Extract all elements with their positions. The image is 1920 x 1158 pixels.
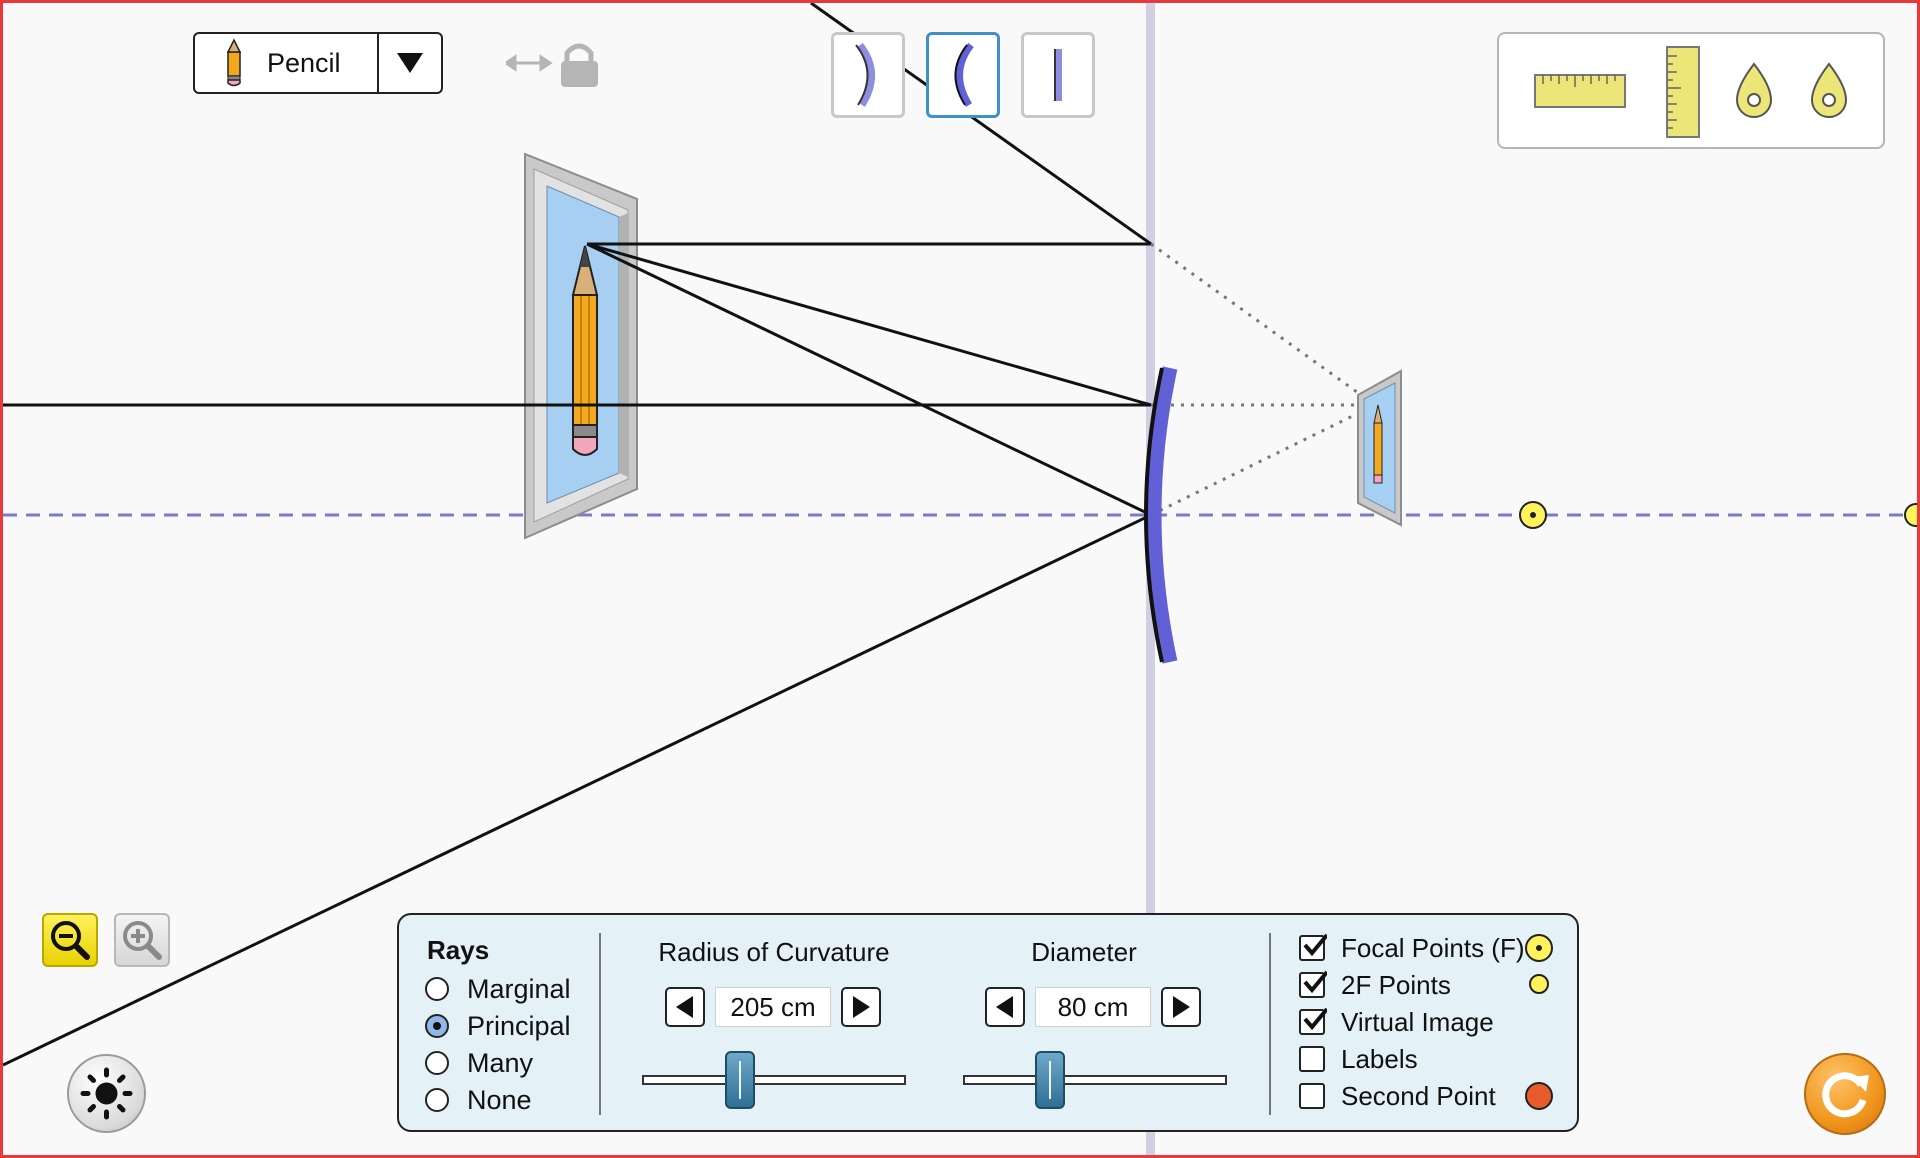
object-pencil-icon[interactable] <box>571 245 599 456</box>
option-labels[interactable]: Labels <box>1299 1042 1418 1076</box>
checkbox[interactable] <box>1299 1046 1325 1072</box>
triangle-down-icon <box>397 53 423 73</box>
light-toggle-button[interactable] <box>67 1054 146 1133</box>
virtual-rays <box>1150 242 1376 517</box>
rays-title: Rays <box>427 935 490 965</box>
zoom-out-button[interactable] <box>42 913 98 967</box>
triangle-right-icon <box>853 996 870 1018</box>
checkbox[interactable] <box>1299 970 1327 998</box>
toolbox <box>1497 32 1885 149</box>
zoom-in-button[interactable] <box>114 913 170 967</box>
reset-button[interactable] <box>1804 1053 1886 1135</box>
check-label: Focal Points (F) <box>1341 932 1525 963</box>
radio-label: Many <box>467 1047 534 1078</box>
zoom-in-icon <box>123 921 162 960</box>
radius-decrement-button[interactable] <box>665 987 705 1027</box>
radius-slider-track[interactable] <box>642 1075 906 1085</box>
divider <box>599 933 601 1115</box>
plane-mirror-button[interactable] <box>1021 32 1095 118</box>
vertical-ruler-icon[interactable] <box>1666 46 1700 138</box>
radius-increment-button[interactable] <box>841 987 881 1027</box>
concave-mirror-button[interactable] <box>926 32 1000 118</box>
option-2f-points[interactable]: 2F Points <box>1299 968 1451 1002</box>
focal-point-icon <box>1525 934 1553 962</box>
diameter-slider-thumb[interactable] <box>1035 1051 1066 1109</box>
reset-icon <box>1822 1072 1869 1118</box>
convex-mirror-button[interactable] <box>831 32 905 118</box>
check-label: Labels <box>1341 1043 1418 1074</box>
radio-label: Principal <box>467 1010 571 1041</box>
lock-icon[interactable] <box>561 43 598 87</box>
diameter-slider-track[interactable] <box>963 1075 1227 1085</box>
focal-point-marker <box>1519 501 1547 529</box>
horizontal-arrows-icon <box>503 54 553 72</box>
radius-value: 205 cm <box>715 987 831 1027</box>
check-label: Virtual Image <box>1341 1006 1494 1037</box>
radius-slider-thumb[interactable] <box>724 1051 755 1109</box>
option-focal-points[interactable]: Focal Points (F) <box>1299 931 1525 965</box>
diameter-decrement-button[interactable] <box>985 987 1025 1027</box>
diameter-title: Diameter <box>1031 937 1137 967</box>
checkbox[interactable] <box>1299 933 1327 961</box>
optics-scene <box>3 3 1917 1155</box>
radio-button[interactable] <box>425 1014 449 1038</box>
light-source-icon[interactable] <box>1810 62 1848 118</box>
object-selector-label: Pencil <box>267 47 341 78</box>
light-source-icon[interactable] <box>1735 62 1773 118</box>
2f-point-icon <box>1529 974 1549 994</box>
triangle-left-icon <box>996 996 1013 1018</box>
checkmark-icon <box>1303 970 1327 994</box>
rays-option-none[interactable]: None <box>425 1083 532 1117</box>
check-label: 2F Points <box>1341 969 1451 1000</box>
triangle-right-icon <box>1173 996 1190 1018</box>
checkmark-icon <box>1303 933 1327 957</box>
sun-icon <box>80 1067 133 1120</box>
checkbox[interactable] <box>1299 1083 1325 1109</box>
checkmark-icon <box>1303 1007 1327 1031</box>
diameter-value: 80 cm <box>1035 987 1151 1027</box>
radio-button[interactable] <box>425 1051 449 1075</box>
radio-label: Marginal <box>467 973 571 1004</box>
radio-button[interactable] <box>425 977 449 1001</box>
concave-mirror[interactable] <box>1144 366 1178 664</box>
rays-option-principal[interactable]: Principal <box>425 1009 571 1043</box>
zoom-out-icon <box>51 921 90 960</box>
diameter-increment-button[interactable] <box>1161 987 1201 1027</box>
divider <box>1269 933 1271 1115</box>
option-second-point[interactable]: Second Point <box>1299 1079 1496 1113</box>
object-selector[interactable]: Pencil <box>193 32 443 94</box>
lock-controls <box>503 41 601 91</box>
rays-option-marginal[interactable]: Marginal <box>425 972 571 1006</box>
pencil-icon <box>226 38 242 87</box>
second-point-icon <box>1525 1082 1553 1110</box>
plane-mirror-icon <box>1054 49 1062 101</box>
concave-mirror-icon <box>954 42 974 107</box>
convex-mirror-icon <box>855 42 875 107</box>
option-virtual-image[interactable]: Virtual Image <box>1299 1005 1494 1039</box>
control-panel: Rays Marginal Principal Many None Radius… <box>397 913 1579 1132</box>
radio-label: None <box>467 1084 532 1115</box>
triangle-left-icon <box>676 996 693 1018</box>
horizontal-ruler-icon[interactable] <box>1534 74 1626 108</box>
light-rays <box>3 3 1152 1067</box>
check-label: Second Point <box>1341 1080 1496 1111</box>
rays-option-many[interactable]: Many <box>425 1046 533 1080</box>
radio-button[interactable] <box>425 1088 449 1112</box>
virtual-image <box>1357 369 1402 527</box>
dropdown-toggle[interactable] <box>377 34 441 92</box>
radius-title: Radius of Curvature <box>658 937 890 967</box>
checkbox[interactable] <box>1299 1007 1327 1035</box>
2f-point-marker <box>1904 503 1917 527</box>
